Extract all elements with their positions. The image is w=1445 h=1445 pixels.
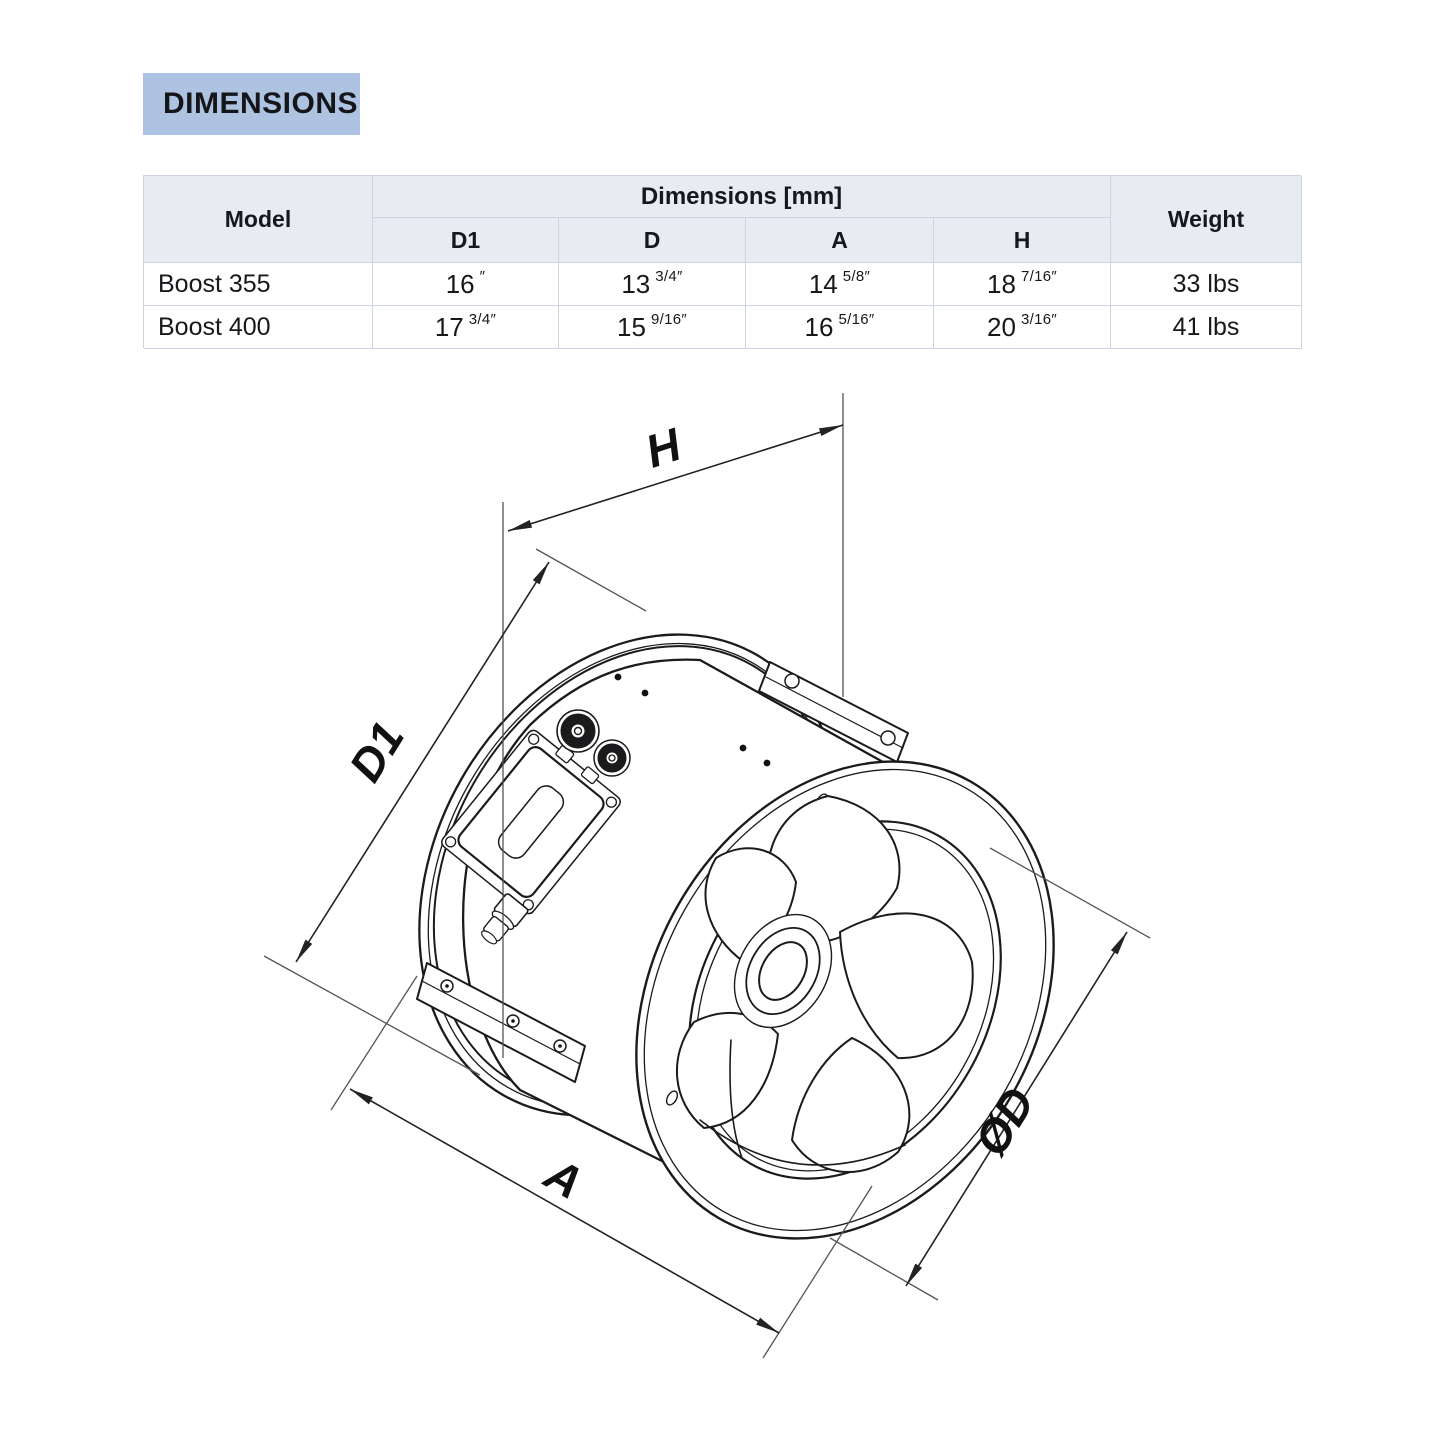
value-main: 14 (808, 268, 838, 299)
value-fraction: 7/16″ (1020, 267, 1057, 285)
table-cell-boost355-weight: 33 lbs (1111, 263, 1302, 306)
value-fraction: ″ (479, 267, 486, 285)
value-fraction: 5/16″ (838, 310, 875, 328)
table-cell-boost355-d: 13 3/4″ (559, 263, 746, 306)
column-group-header-dimensions: Dimensions [mm] (373, 176, 1111, 218)
a-extension-right (762, 1185, 873, 1359)
table-cell-boost355-a: 14 5/8″ (746, 263, 934, 306)
dimension-line-d1 (295, 561, 550, 963)
column-header-a: A (746, 218, 934, 263)
diameter-extension-bottom (829, 1237, 939, 1301)
value-main: 15 (617, 311, 646, 342)
column-header-d-label: D (643, 226, 661, 253)
value-fraction: 3/4″ (655, 267, 683, 285)
column-header-h: H (934, 218, 1111, 263)
fan-body (416, 633, 1055, 1240)
table-cell-boost400-weight: 41 lbs (1111, 306, 1302, 349)
column-header-weight-label: Weight (1167, 205, 1245, 232)
dimensions-table: Model Dimensions [mm] Weight D1 D A H Bo… (143, 175, 1302, 349)
table-cell-boost400-d: 15 9/16″ (559, 306, 746, 349)
value-fraction: 3/16″ (1020, 310, 1057, 328)
d1-extension-top (535, 548, 647, 612)
page-title: DIMENSIONS (163, 87, 359, 120)
dimension-line-h (507, 424, 844, 532)
table-cell-boost400-d1: 17 3/4″ (373, 306, 559, 349)
d1-extension-bottom (263, 955, 481, 1076)
column-header-h-label: H (1013, 226, 1031, 253)
value-main: 13 (621, 268, 651, 299)
column-header-model: Model (144, 176, 373, 263)
column-header-weight: Weight (1111, 176, 1302, 263)
table-row-boost400-model: Boost 400 (144, 306, 373, 349)
dimension-lines (295, 424, 1128, 1334)
page-title-banner: DIMENSIONS (143, 73, 360, 135)
weight-value: 41 lbs (1172, 312, 1240, 341)
model-name: Boost 400 (158, 312, 271, 341)
value-fraction: 3/4″ (468, 310, 497, 328)
column-header-model-label: Model (224, 205, 292, 232)
value-main: 16 (445, 268, 475, 299)
model-name: Boost 355 (158, 269, 271, 298)
column-group-header-dimensions-label: Dimensions [mm] (640, 182, 843, 210)
dimension-label-d1: D1 (339, 713, 414, 790)
column-header-d1-label: D1 (450, 226, 481, 253)
value-fraction: 9/16″ (650, 310, 687, 328)
table-cell-boost400-a: 16 5/16″ (746, 306, 934, 349)
value-fraction: 5/8″ (842, 267, 871, 285)
cable-glands (556, 709, 631, 777)
dimension-line-diameter (905, 931, 1128, 1287)
diameter-extension-top (989, 847, 1151, 939)
column-header-d: D (559, 218, 746, 263)
table-row-boost355-model: Boost 355 (144, 263, 373, 306)
dimension-line-a (349, 1088, 780, 1334)
table-cell-boost355-h: 18 7/16″ (934, 263, 1111, 306)
extension-lines (263, 393, 1151, 1359)
column-header-a-label: A (831, 226, 848, 253)
bottom-mounting-bracket (416, 962, 586, 1083)
dimension-label-h: H (639, 418, 687, 478)
value-main: 16 (804, 311, 834, 342)
table-cell-boost355-d1: 16 ″ (373, 263, 559, 306)
a-extension-left (330, 975, 418, 1111)
table-cell-boost400-h: 20 3/16″ (934, 306, 1111, 349)
impeller-hub (733, 913, 833, 1029)
value-main: 20 (987, 311, 1016, 342)
value-main: 18 (987, 268, 1016, 299)
weight-value: 33 lbs (1172, 269, 1240, 298)
column-header-d1: D1 (373, 218, 559, 263)
value-main: 17 (434, 311, 464, 342)
top-mounting-bracket (758, 661, 909, 763)
